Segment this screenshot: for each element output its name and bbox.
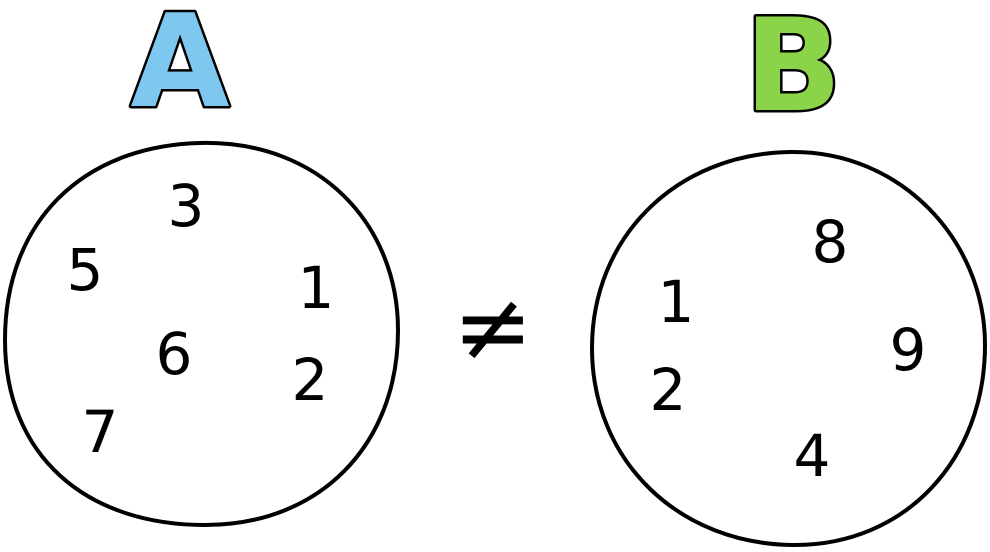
set-a-element: 6 [156, 320, 193, 388]
set-b-element: 1 [658, 268, 695, 336]
set-a-element: 3 [168, 172, 205, 240]
set-b-label: B [744, 0, 842, 141]
set-b-element: 8 [812, 208, 849, 276]
set-b-group: B 8 1 9 2 4 [589, 0, 988, 548]
set-b-circle [589, 149, 988, 548]
set-a-element: 1 [298, 254, 335, 322]
set-b-element: 9 [890, 316, 927, 384]
set-a-group: A 3 5 1 6 2 7 [2, 0, 401, 528]
set-b-element: 2 [650, 356, 687, 424]
not-equal-sign: ≠ [453, 271, 533, 383]
set-b-element: 4 [794, 422, 831, 490]
set-a-element: 2 [292, 346, 329, 414]
set-a-circle [2, 140, 401, 528]
set-a-element: 5 [67, 236, 104, 304]
set-a-label: A [130, 0, 229, 137]
set-a-element: 7 [82, 398, 119, 466]
